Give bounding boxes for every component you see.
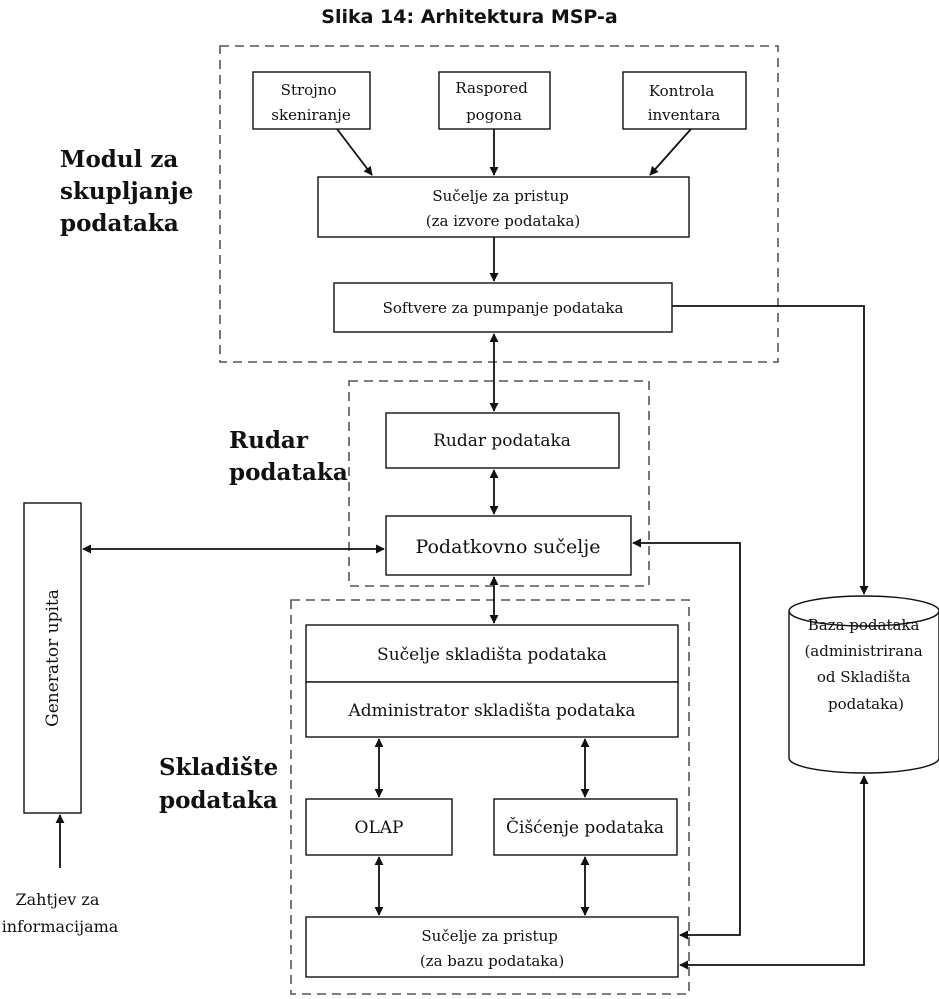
svg-text:Strojno skeniranje: Strojno skeniranje bbox=[271, 81, 351, 124]
group-modul-border bbox=[219, 45, 779, 363]
svg-text:Sučelje za pristup (za b: Sučelje za pristup (za bazu podataka) bbox=[420, 927, 564, 970]
connectors bbox=[55, 128, 869, 970]
svg-text:Sučelje za pristup (za i: Sučelje za pristup (za izvore podataka) bbox=[426, 187, 581, 230]
svg-text:Generator upita: Generator upita bbox=[43, 589, 63, 727]
svg-text:Softvere za pumpanje podataka: Softvere za pumpanje podataka bbox=[383, 299, 624, 317]
box-softvere-za-pumpanje: Softvere za pumpanje podataka bbox=[333, 282, 673, 333]
figure-caption: Slika 14: Arhitektura MSP-a bbox=[321, 6, 618, 28]
svg-text:Kontrola inventara: Kontrola inventara bbox=[648, 82, 721, 124]
label-zahtjev: Zahtjev za informacijama bbox=[2, 890, 119, 936]
arrow-loop-podatkovno-pristup bbox=[632, 538, 741, 940]
svg-text:Rudar podataka: Rudar podataka bbox=[433, 431, 571, 451]
svg-text:Administrator skladišta podata: Administrator skladišta podataka bbox=[347, 701, 635, 721]
arrow-softvere-to-baza bbox=[672, 305, 869, 595]
box-administrator-skladista: Administrator skladišta podataka bbox=[305, 681, 679, 738]
box-generator-upita: Generator upita bbox=[23, 502, 82, 814]
arrow-kontrola-to-sucelje bbox=[649, 128, 692, 176]
box-sucelje-skladista: Sučelje skladišta podataka bbox=[305, 624, 679, 683]
box-rudar-podataka: Rudar podataka bbox=[385, 412, 620, 469]
box-olap: OLAP bbox=[305, 798, 453, 856]
box-podatkovno-sucelje: Podatkovno sučelje bbox=[385, 515, 632, 576]
arrow-baza-to-pristup bbox=[679, 775, 869, 970]
box-sucelje-za-pristup-baza: Sučelje za pristup (za bazu podataka) bbox=[305, 916, 679, 978]
svg-text:OLAP: OLAP bbox=[355, 818, 404, 838]
arrow-strojno-to-sucelje bbox=[336, 128, 373, 176]
svg-text:Baza podataka (administr: Baza podataka (administrirana od Skladiš… bbox=[804, 616, 927, 713]
group-rudar-border bbox=[348, 380, 650, 587]
label-rudar: Rudar podataka bbox=[229, 427, 348, 486]
svg-text:Sučelje skladišta podataka: Sučelje skladišta podataka bbox=[377, 645, 607, 665]
database-cylinder: Baza podataka (administrirana od Skladiš… bbox=[788, 595, 939, 774]
label-skladiste: Skladište podataka bbox=[159, 754, 286, 814]
box-strojno-skeniranje: Strojno skeniranje bbox=[252, 71, 371, 130]
box-sucelje-za-pristup-izvori: Sučelje za pristup (za izvore podataka) bbox=[317, 176, 690, 238]
box-ciscenje-podataka: Čišćenje podataka bbox=[493, 798, 678, 856]
box-raspored-pogona: Raspored pogona bbox=[438, 71, 551, 130]
svg-text:Raspored pogona: Raspored pogona bbox=[455, 79, 532, 124]
svg-text:Podatkovno sučelje: Podatkovno sučelje bbox=[415, 536, 600, 558]
svg-text:Čišćenje podataka: Čišćenje podataka bbox=[506, 817, 664, 838]
label-modul: Modul za skupljanje podataka bbox=[60, 146, 201, 237]
box-kontrola-inventara: Kontrola inventara bbox=[622, 71, 747, 130]
